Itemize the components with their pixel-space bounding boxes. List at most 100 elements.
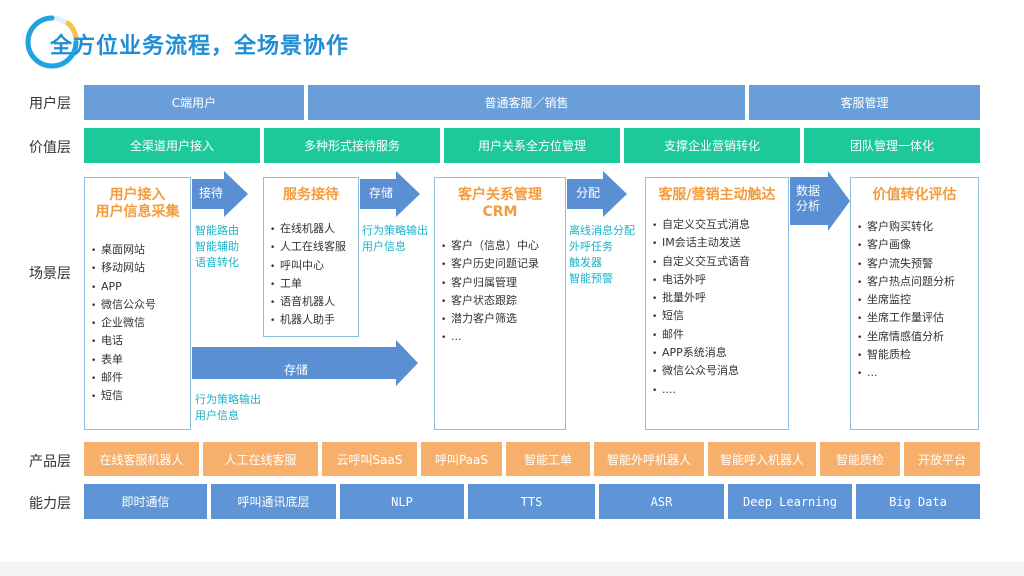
list-item: IM会话主动发送 bbox=[646, 234, 788, 252]
layer-label-product: 产品层 bbox=[29, 454, 71, 470]
list-item: 坐席情感值分析 bbox=[851, 328, 978, 346]
list-item: APP bbox=[85, 278, 190, 296]
list-item: 坐席监控 bbox=[851, 291, 978, 309]
stage-title: 客户关系管理 CRM bbox=[458, 187, 542, 220]
arrow-data-analysis-icon bbox=[790, 171, 850, 231]
list-item: 机器人助手 bbox=[264, 311, 358, 329]
user-cell-manager: 客服管理 bbox=[749, 85, 980, 120]
value-cell-3: 用户关系全方位管理 bbox=[444, 128, 620, 163]
list-item: 短信 bbox=[85, 387, 190, 405]
list-item: 自定义交互式语音 bbox=[646, 253, 788, 271]
list-item: 工单 bbox=[264, 275, 358, 293]
capability-cell-asr: ASR bbox=[599, 484, 724, 519]
list-item: 客户画像 bbox=[851, 236, 978, 254]
list-item: 客户流失预警 bbox=[851, 255, 978, 273]
logo-ring-icon bbox=[25, 15, 79, 69]
list-item: 客户热点问题分析 bbox=[851, 273, 978, 291]
value-cell-4: 支撑企业营销转化 bbox=[624, 128, 800, 163]
stage-item-list: 自定义交互式消息 IM会话主动发送 自定义交互式语音 电话外呼 批量外呼 短信 … bbox=[646, 216, 788, 399]
list-item: 客户历史问题记录 bbox=[435, 255, 565, 273]
arrow-store-label: 存储 bbox=[368, 186, 393, 200]
list-item: 自定义交互式消息 bbox=[646, 216, 788, 234]
product-cell-cloud-saas: 云呼叫SaaS bbox=[322, 442, 417, 476]
list-item: 表单 bbox=[85, 351, 190, 369]
stage-service-reception: 服务接待 在线机器人 人工在线客服 呼叫中心 工单 语音机器人 机器人助手 bbox=[263, 177, 359, 337]
list-item: 移动网站 bbox=[85, 259, 190, 277]
capability-cell-telecom: 呼叫通讯底层 bbox=[211, 484, 336, 519]
list-item: 客户（信息）中心 bbox=[435, 237, 565, 255]
list-item: ... bbox=[435, 328, 565, 346]
list-item: ... bbox=[851, 364, 978, 382]
capability-cell-nlp: NLP bbox=[340, 484, 464, 519]
arrow-assign-icon bbox=[567, 171, 627, 217]
arrow-data-analysis-label: 数据 分析 bbox=[795, 184, 820, 213]
stage-title: 客服/营销主动触达 bbox=[658, 187, 776, 203]
list-item: 邮件 bbox=[85, 369, 190, 387]
list-item: 桌面网站 bbox=[85, 241, 190, 259]
list-item: 客户归属管理 bbox=[435, 274, 565, 292]
stage-item-list: 客户购买转化 客户画像 客户流失预警 客户热点问题分析 坐席监控 坐席工作量评估… bbox=[851, 218, 978, 383]
list-item: 潜力客户筛选 bbox=[435, 310, 565, 328]
note-offline-dispatch: 离线消息分配 外呼任务 触发器 智能预警 bbox=[569, 224, 635, 285]
product-cell-qa: 智能质检 bbox=[820, 442, 900, 476]
list-item: .... bbox=[646, 381, 788, 399]
capability-cell-im: 即时通信 bbox=[84, 484, 207, 519]
capability-cell-tts: TTS bbox=[468, 484, 595, 519]
stage-outreach: 客服/营销主动触达 自定义交互式消息 IM会话主动发送 自定义交互式语音 电话外… bbox=[645, 177, 789, 430]
product-cell-call-paas: 呼叫PaaS bbox=[421, 442, 502, 476]
product-cell-open-platform: 开放平台 bbox=[904, 442, 980, 476]
product-cell-online-bot: 在线客服机器人 bbox=[84, 442, 199, 476]
list-item: 批量外呼 bbox=[646, 289, 788, 307]
list-item: 微信公众号 bbox=[85, 296, 190, 314]
stage-title: 服务接待 bbox=[283, 187, 339, 203]
arrow-long-store-label: 存储 bbox=[283, 363, 308, 377]
note-behavior-strategy-2: 行为策略输出 用户信息 bbox=[195, 393, 261, 422]
value-cell-5: 团队管理一体化 bbox=[804, 128, 980, 163]
stage-item-list: 在线机器人 人工在线客服 呼叫中心 工单 语音机器人 机器人助手 bbox=[264, 220, 358, 330]
stage-item-list: 客户（信息）中心 客户历史问题记录 客户归属管理 客户状态跟踪 潜力客户筛选 .… bbox=[435, 237, 565, 347]
user-cell-agent: 普通客服／销售 bbox=[308, 85, 745, 120]
product-cell-ticket: 智能工单 bbox=[506, 442, 590, 476]
list-item: 语音机器人 bbox=[264, 293, 358, 311]
note-routing: 智能路由 智能辅助 语音转化 bbox=[195, 224, 239, 269]
list-item: 短信 bbox=[646, 307, 788, 325]
list-item: APP系统消息 bbox=[646, 344, 788, 362]
layer-label-value: 价值层 bbox=[29, 140, 71, 156]
product-cell-inbound-bot: 智能呼入机器人 bbox=[708, 442, 816, 476]
value-cell-2: 多种形式接待服务 bbox=[264, 128, 440, 163]
list-item: 呼叫中心 bbox=[264, 257, 358, 275]
product-cell-outbound-bot: 智能外呼机器人 bbox=[594, 442, 704, 476]
layer-label-capability: 能力层 bbox=[29, 496, 71, 512]
list-item: 客户购买转化 bbox=[851, 218, 978, 236]
list-item: 微信公众号消息 bbox=[646, 362, 788, 380]
arrow-receive-icon bbox=[192, 171, 248, 217]
layer-label-scene: 场景层 bbox=[29, 266, 71, 282]
list-item: 在线机器人 bbox=[264, 220, 358, 238]
page-title: 全方位业务流程，全场景协作 bbox=[50, 34, 350, 59]
arrow-assign-label: 分配 bbox=[575, 186, 600, 200]
stage-user-access: 用户接入 用户信息采集 桌面网站 移动网站 APP 微信公众号 企业微信 电话 … bbox=[84, 177, 191, 430]
product-cell-human-agent: 人工在线客服 bbox=[203, 442, 318, 476]
list-item: 智能质检 bbox=[851, 346, 978, 364]
stage-title: 用户接入 用户信息采集 bbox=[95, 187, 180, 220]
list-item: 坐席工作量评估 bbox=[851, 309, 978, 327]
stage-item-list: 桌面网站 移动网站 APP 微信公众号 企业微信 电话 表单 邮件 短信 bbox=[85, 241, 190, 406]
list-item: 邮件 bbox=[646, 326, 788, 344]
list-item: 人工在线客服 bbox=[264, 238, 358, 256]
capability-cell-big-data: Big Data bbox=[856, 484, 980, 519]
value-cell-1: 全渠道用户接入 bbox=[84, 128, 260, 163]
arrow-receive-label: 接待 bbox=[198, 186, 223, 200]
layer-label-user: 用户层 bbox=[29, 96, 71, 112]
stage-crm: 客户关系管理 CRM 客户（信息）中心 客户历史问题记录 客户归属管理 客户状态… bbox=[434, 177, 566, 430]
list-item: 客户状态跟踪 bbox=[435, 292, 565, 310]
footer-strip bbox=[0, 562, 1024, 576]
arrow-long-store-icon bbox=[192, 340, 418, 386]
user-cell-c-end: C端用户 bbox=[84, 85, 304, 120]
arrow-store-icon bbox=[360, 171, 420, 217]
list-item: 电话外呼 bbox=[646, 271, 788, 289]
list-item: 电话 bbox=[85, 332, 190, 350]
stage-title: 价值转化评估 bbox=[872, 187, 957, 203]
list-item: 企业微信 bbox=[85, 314, 190, 332]
capability-cell-deep-learning: Deep Learning bbox=[728, 484, 852, 519]
note-behavior-strategy-1: 行为策略输出 用户信息 bbox=[362, 224, 428, 253]
